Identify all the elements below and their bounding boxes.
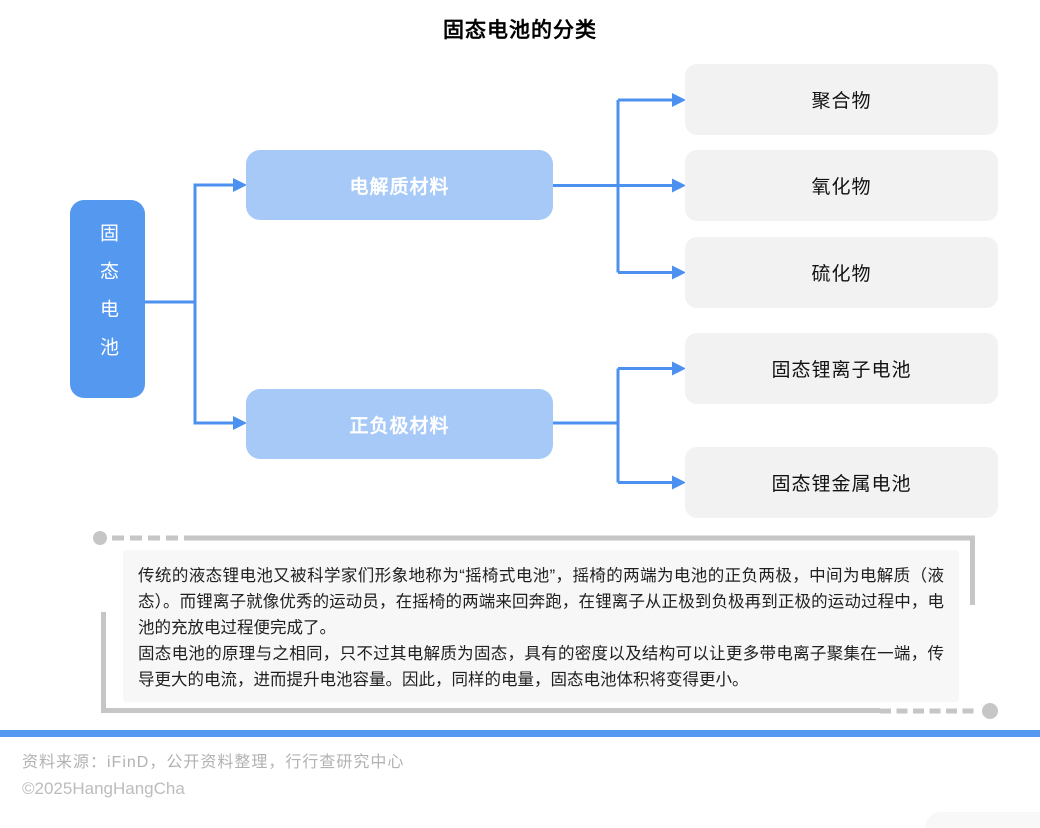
- decor-dot-left: [93, 531, 107, 545]
- leaf-label: 固态锂金属电池: [771, 474, 912, 495]
- note-panel: 传统的液态锂电池又被科学家们形象地称为“摇椅式电池”，摇椅的两端为电池的正负两极…: [123, 550, 959, 702]
- node-leaf-polymer: 聚合物: [685, 64, 998, 135]
- note-decor-dots: [93, 531, 998, 719]
- connector-lines: [145, 98, 673, 484]
- leaf-label: 固态锂离子电池: [771, 360, 912, 381]
- node-leaf-solid-state-li-metal-battery: 固态锂金属电池: [685, 447, 998, 518]
- copyright-note: ©2025HangHangCha: [22, 779, 185, 798]
- note-paragraph-1: 传统的液态锂电池又被科学家们形象地称为“摇椅式电池”，摇椅的两端为电池的正负两极…: [138, 567, 944, 637]
- note-paragraph-2: 固态电池的原理与之相同，只不过其电解质为固态，具有的密度以及结构可以让更多带电离…: [138, 645, 944, 689]
- decor-dot-right: [982, 703, 998, 719]
- arrowhead-icons: [233, 93, 686, 490]
- note-decor-frame: [101, 535, 976, 714]
- leaf-label: 硫化物: [811, 264, 872, 285]
- branch-label: 正负极材料: [349, 415, 450, 437]
- node-branch-electrolyte-materials: 电解质材料: [246, 150, 553, 220]
- node-root-solid-state-battery: 固态电池: [70, 200, 145, 398]
- branch-label: 电解质材料: [349, 176, 450, 198]
- divider-bar: [0, 730, 1040, 737]
- node-leaf-oxide: 氧化物: [685, 150, 998, 221]
- source-note: 资料来源：iFinD，公开资料整理，行行查研究中心: [22, 754, 405, 771]
- node-branch-electrode-materials: 正负极材料: [246, 389, 553, 459]
- node-leaf-sulfide: 硫化物: [685, 237, 998, 308]
- leaf-label: 聚合物: [811, 91, 872, 112]
- corner-watermark-shape: [925, 812, 1040, 828]
- node-leaf-solid-state-li-ion-battery: 固态锂离子电池: [685, 333, 998, 404]
- leaf-label: 氧化物: [811, 177, 872, 198]
- page-title: 固态电池的分类: [443, 19, 597, 42]
- node-root-label: 固态电池: [97, 223, 118, 375]
